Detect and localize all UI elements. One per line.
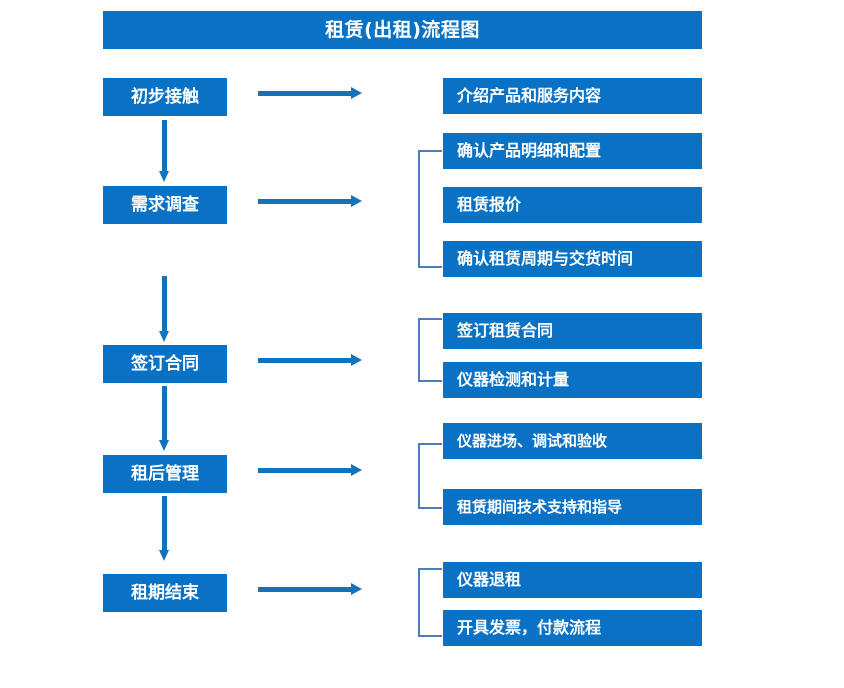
- vertical-arrow-1: [159, 120, 170, 182]
- arrow-head-icon: [351, 195, 362, 207]
- horizontal-arrow-1: [258, 87, 362, 99]
- horizontal-arrow-3: [258, 354, 362, 366]
- detail-box-3-2[interactable]: 仪器检测和计量: [443, 362, 702, 398]
- detail-box-4-2[interactable]: 租赁期间技术支持和指导: [443, 489, 702, 525]
- arrow-shaft: [258, 357, 351, 363]
- arrow-head-icon: [159, 331, 169, 342]
- arrow-head-icon: [159, 440, 169, 451]
- arrow-shaft: [162, 386, 167, 440]
- arrow-shaft: [258, 586, 351, 592]
- group-bracket-2: [418, 150, 442, 268]
- group-bracket-5: [418, 568, 442, 637]
- detail-box-2-2[interactable]: 租赁报价: [443, 187, 702, 223]
- stage-box-2[interactable]: 需求调查: [103, 186, 227, 224]
- arrow-head-icon: [351, 87, 362, 99]
- horizontal-arrow-5: [258, 583, 362, 595]
- arrow-shaft: [162, 120, 167, 171]
- group-bracket-4: [418, 443, 442, 509]
- vertical-arrow-4: [159, 496, 170, 561]
- arrow-shaft: [258, 90, 351, 96]
- stage-box-5[interactable]: 租期结束: [103, 574, 227, 612]
- detail-box-1-1[interactable]: 介绍产品和服务内容: [443, 78, 702, 114]
- detail-box-5-2[interactable]: 开具发票，付款流程: [443, 610, 702, 646]
- arrow-head-icon: [351, 354, 362, 366]
- vertical-arrow-2: [159, 276, 170, 342]
- horizontal-arrow-2: [258, 195, 362, 207]
- detail-box-4-1[interactable]: 仪器进场、调试和验收: [443, 423, 702, 459]
- vertical-arrow-3: [159, 386, 170, 451]
- arrow-head-icon: [159, 550, 169, 561]
- stage-box-3[interactable]: 签订合同: [103, 345, 227, 383]
- stage-box-4[interactable]: 租后管理: [103, 455, 227, 493]
- detail-box-5-1[interactable]: 仪器退租: [443, 562, 702, 598]
- arrow-shaft: [162, 496, 167, 550]
- arrow-shaft: [258, 198, 351, 204]
- arrow-head-icon: [159, 171, 169, 182]
- horizontal-arrow-4: [258, 464, 362, 476]
- arrow-head-icon: [351, 464, 362, 476]
- detail-box-2-1[interactable]: 确认产品明细和配置: [443, 133, 702, 169]
- stage-box-1[interactable]: 初步接触: [103, 78, 227, 116]
- arrow-shaft: [258, 467, 351, 473]
- detail-box-3-1[interactable]: 签订租赁合同: [443, 313, 702, 349]
- arrow-shaft: [162, 276, 167, 331]
- detail-box-2-3[interactable]: 确认租赁周期与交货时间: [443, 241, 702, 277]
- group-bracket-3: [418, 318, 442, 382]
- arrow-head-icon: [351, 583, 362, 595]
- diagram-title: 租赁(出租)流程图: [103, 11, 702, 49]
